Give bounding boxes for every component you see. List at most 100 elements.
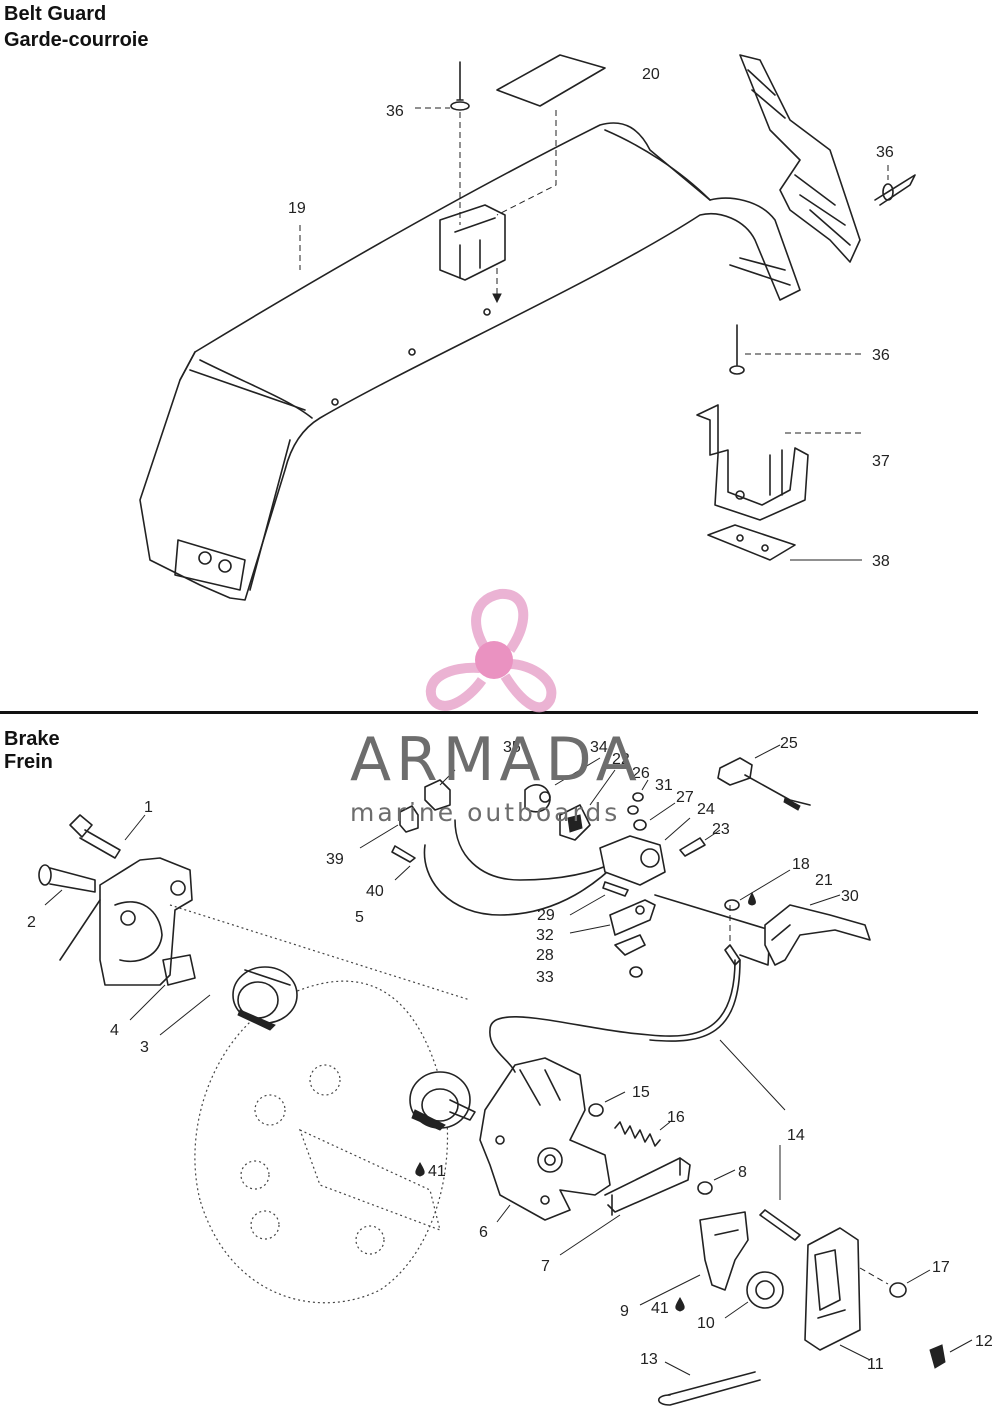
callout-35: 35 xyxy=(503,739,521,756)
callout-34: 34 xyxy=(590,739,608,756)
callout-13: 13 xyxy=(640,1351,658,1368)
callout-18: 18 xyxy=(792,856,810,873)
callout-12: 12 xyxy=(975,1333,993,1350)
part-29-pin xyxy=(569,881,629,916)
part-7-link xyxy=(559,1157,691,1256)
part-15-washer xyxy=(588,1091,626,1117)
callout-36: 36 xyxy=(386,103,404,120)
part-9-bracket xyxy=(639,1211,749,1306)
oil-drop-icon xyxy=(675,1296,685,1312)
brake-cable xyxy=(423,819,741,1073)
callout-24: 24 xyxy=(697,801,715,818)
callout-14: 14 xyxy=(787,1127,805,1144)
part-18-washer xyxy=(724,869,791,911)
part-19-belt-guard xyxy=(139,122,801,601)
part-39-block xyxy=(359,805,419,849)
callout-36: 36 xyxy=(876,144,894,161)
part-10-knob xyxy=(724,1271,784,1319)
callout-numbers: 36 20 36 19 36 37 38 35 34 22 26 31 27 2… xyxy=(27,66,993,1373)
callout-27: 27 xyxy=(676,789,694,806)
callout-39: 39 xyxy=(326,851,344,868)
belt-guard-title-fr: Garde-courroie xyxy=(4,29,149,51)
part-20-decal xyxy=(496,54,606,216)
callout-4: 4 xyxy=(110,1022,119,1039)
callout-28: 28 xyxy=(536,947,554,964)
part-1-bolt xyxy=(69,814,146,859)
part-24-lever xyxy=(599,817,691,886)
brake-title: Brake xyxy=(4,728,60,750)
callout-6: 6 xyxy=(479,1224,488,1241)
belt-guard-title: Belt Guard xyxy=(4,3,107,25)
callout-33: 33 xyxy=(536,969,554,986)
leader-3 xyxy=(159,994,211,1036)
callout-10: 10 xyxy=(697,1315,715,1332)
brake-drum-lower xyxy=(409,1071,476,1131)
part-6-caliper xyxy=(479,1057,611,1223)
callout-19: 19 xyxy=(288,200,306,217)
part-26-washer xyxy=(632,779,649,802)
part-36-screw-bracket xyxy=(729,324,862,375)
part-33-washer xyxy=(629,966,643,978)
oil-drop-icon xyxy=(748,891,756,906)
watermark-brand: ARMADA xyxy=(350,725,642,795)
callout-16: 16 xyxy=(667,1109,685,1126)
part-28-clip xyxy=(614,934,646,956)
part-23-screw xyxy=(679,829,721,857)
part-35-block xyxy=(424,769,456,811)
callout-36: 36 xyxy=(872,347,890,364)
callout-22: 22 xyxy=(612,751,630,768)
callout-17: 17 xyxy=(932,1259,950,1276)
callout-21: 21 xyxy=(815,872,833,889)
part-36-screw-right xyxy=(874,165,916,206)
callout-41: 41 xyxy=(651,1300,669,1317)
part-16-spring xyxy=(614,1121,671,1147)
part-36-screw-top xyxy=(415,61,470,225)
callout-29: 29 xyxy=(537,907,555,924)
part-37-bracket xyxy=(696,404,862,521)
callout-30: 30 xyxy=(841,888,859,905)
callout-1: 1 xyxy=(144,799,153,816)
part-14-rod xyxy=(719,1039,801,1241)
part-8-washer xyxy=(697,1169,736,1195)
part-38-plate xyxy=(707,524,862,561)
part-13-cotter-pin xyxy=(657,1361,761,1406)
callout-32: 32 xyxy=(536,927,554,944)
callout-2: 2 xyxy=(27,914,36,931)
callout-26: 26 xyxy=(632,765,650,782)
brake-drum-upper xyxy=(232,966,298,1031)
callout-25: 25 xyxy=(780,735,798,752)
part-12-clip xyxy=(929,1339,973,1369)
part-30-handle xyxy=(764,894,871,966)
part-34-cam xyxy=(524,757,601,813)
callout-40: 40 xyxy=(366,883,384,900)
callout-41: 41 xyxy=(428,1163,446,1180)
callout-8: 8 xyxy=(738,1164,747,1181)
callout-9: 9 xyxy=(620,1303,629,1320)
part-4-block xyxy=(129,954,196,1021)
part-17-washer xyxy=(859,1267,931,1298)
watermark-tagline: marine outboards xyxy=(350,798,621,827)
part-32-link xyxy=(569,899,656,936)
part-11-cover xyxy=(804,1227,871,1361)
part-31-washer xyxy=(627,805,639,815)
lever-mount-rail xyxy=(654,894,771,966)
callout-15: 15 xyxy=(632,1084,650,1101)
callout-37: 37 xyxy=(872,453,890,470)
callout-11: 11 xyxy=(867,1356,884,1373)
brake-title-fr: Frein xyxy=(4,751,53,773)
part-25-switch xyxy=(717,744,811,811)
callout-7: 7 xyxy=(541,1258,550,1275)
guard-vent-grill xyxy=(739,54,861,263)
oil-drop-icon xyxy=(415,1161,425,1177)
part-40-clip xyxy=(391,845,416,881)
callout-5: 5 xyxy=(355,909,364,926)
part-2-bolt xyxy=(38,864,96,906)
watermark-propeller-logo xyxy=(425,588,557,713)
brake-housing-bracket xyxy=(59,857,193,986)
part-27-washer xyxy=(633,802,676,831)
section-divider xyxy=(0,711,978,714)
callout-38: 38 xyxy=(872,553,890,570)
part-22-plate xyxy=(559,769,616,841)
callout-31: 31 xyxy=(655,777,673,794)
